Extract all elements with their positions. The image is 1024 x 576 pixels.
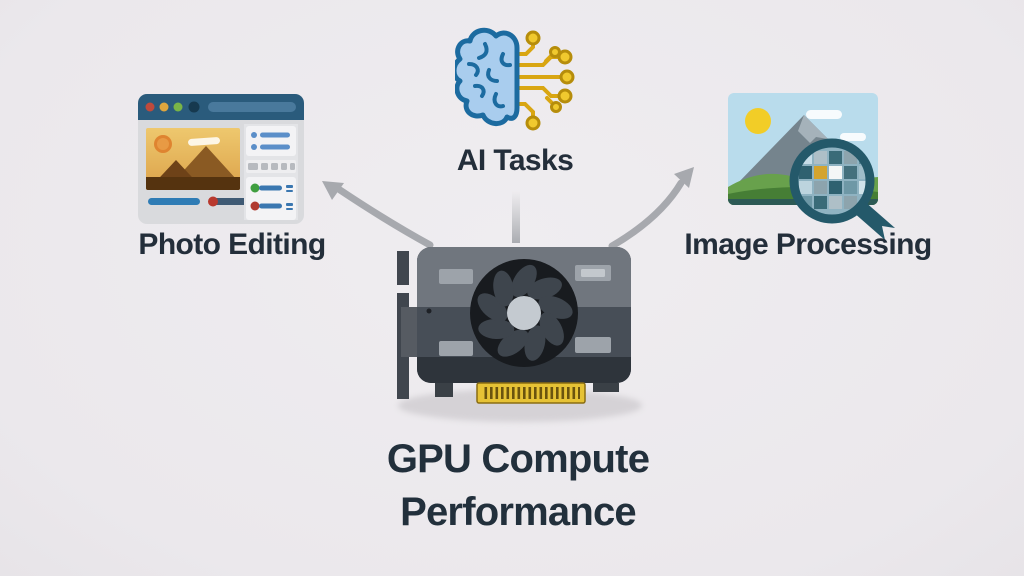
ai-tasks-node	[451, 24, 575, 141]
photo-editor-window-icon	[138, 94, 304, 224]
fading-line-up-icon	[512, 191, 520, 243]
gpu-fan	[470, 259, 578, 367]
photo-editing-label: Photo Editing	[138, 228, 326, 261]
curved-arrow-right-icon	[608, 167, 694, 250]
diagram-title: GPU Compute Performance	[386, 437, 650, 535]
circuit-nodes	[525, 30, 575, 131]
magnifier-lens	[789, 138, 895, 240]
window-dot-dark	[188, 101, 200, 113]
magnifier-handle	[853, 200, 895, 240]
brain-circuit-icon	[451, 27, 575, 131]
gpu-node	[395, 245, 645, 415]
window-tool-panel	[244, 124, 298, 220]
image-processing-label: Image Processing	[684, 228, 932, 261]
gpu-fan-hub	[507, 296, 541, 330]
brain-folds	[467, 42, 512, 109]
gpu-pcie-connector	[476, 382, 586, 404]
curved-arrow-left-icon	[322, 181, 434, 249]
window-dot-red	[145, 102, 155, 112]
window-dot-green	[173, 102, 183, 112]
image-processing-node	[728, 93, 910, 254]
ai-tasks-label: AI Tasks	[456, 144, 574, 177]
photo-editing-node	[138, 94, 306, 231]
image-magnifier-icon	[728, 93, 895, 240]
window-addressbar	[208, 102, 296, 112]
window-dot-yellow	[159, 102, 169, 112]
slider-blue	[148, 198, 200, 205]
slider-slate	[210, 198, 250, 205]
slider-red-knob	[208, 196, 218, 207]
gpu-card-icon	[397, 247, 631, 404]
window-photo-thumbnail	[146, 128, 240, 190]
